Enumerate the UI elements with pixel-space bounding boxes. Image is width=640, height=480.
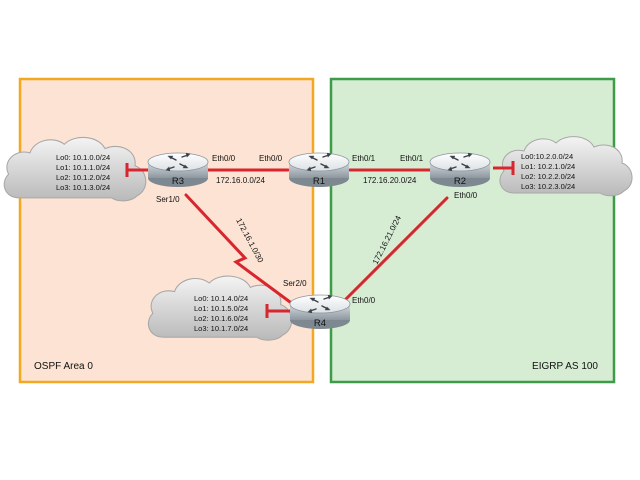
r4-ser20-label: Ser2/0 (283, 279, 307, 288)
net-r3-r1-label: 172.16.0.0/24 (216, 176, 265, 185)
link-r3-r4-serial (184, 193, 292, 304)
r4-loopback-list: Lo0: 10.1.4.0/24 Lo1: 10.1.5.0/24 Lo2: 1… (194, 294, 248, 333)
eigrp-as-100-region (329, 77, 616, 384)
r3-name: R3 (172, 176, 184, 187)
r3-lo1: Lo1: 10.1.1.0/24 (56, 163, 110, 172)
r1-eth01-label: Eth0/1 (352, 154, 376, 163)
r3-eth00-label: Eth0/0 (212, 154, 236, 163)
r2-eth00-label: Eth0/0 (454, 191, 478, 200)
r3-lo3: Lo3: 10.1.3.0/24 (56, 183, 110, 192)
r4-lo2: Lo2: 10.1.6.0/24 (194, 314, 248, 323)
net-r1-r2-label: 172.16.20.0/24 (363, 176, 417, 185)
r3-ser10-label: Ser1/0 (156, 195, 180, 204)
r2-loopback-list: Lo0:10.2.0.0/24 Lo1: 10.2.1.0/24 Lo2: 10… (521, 152, 575, 191)
r2-lo3: Lo3: 10.2.3.0/24 (521, 182, 575, 191)
r4-eth00-label: Eth0/0 (352, 296, 376, 305)
loopback-stubs (125, 161, 515, 318)
r2-lo1: Lo1: 10.2.1.0/24 (521, 162, 575, 171)
link-r2-r4 (343, 196, 449, 302)
r1-name: R1 (313, 176, 325, 187)
ospf-area-label: OSPF Area 0 (34, 361, 93, 372)
r1-eth00-label: Eth0/0 (259, 154, 283, 163)
r3-lo0: Lo0: 10.1.0.0/24 (56, 153, 110, 162)
r3-lo2: Lo2: 10.1.2.0/24 (56, 173, 110, 182)
r2-eth01-label: Eth0/1 (400, 154, 424, 163)
r4-lo1: Lo1: 10.1.5.0/24 (194, 304, 248, 313)
r4-lo3: Lo3: 10.1.7.0/24 (194, 324, 248, 333)
r2-name: R2 (454, 176, 466, 187)
links (184, 168, 449, 304)
eigrp-area-label: EIGRP AS 100 (532, 361, 598, 372)
r2-lo0: Lo0:10.2.0.0/24 (521, 152, 573, 161)
r4-name: R4 (314, 318, 326, 329)
r3-loopback-list: Lo0: 10.1.0.0/24 Lo1: 10.1.1.0/24 Lo2: 1… (56, 153, 110, 192)
r4-lo0: Lo0: 10.1.4.0/24 (194, 294, 248, 303)
r2-lo2: Lo2: 10.2.2.0/24 (521, 172, 575, 181)
